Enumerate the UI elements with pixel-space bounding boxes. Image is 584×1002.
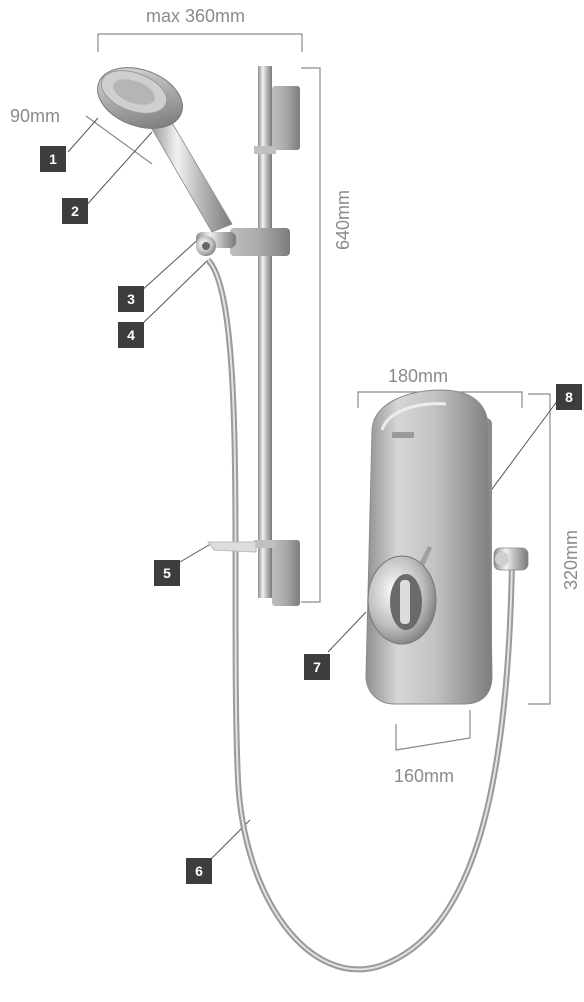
shower-head-nozzles <box>112 79 156 105</box>
callout-1: 1 <box>40 146 66 172</box>
rail-bottom-collar <box>254 540 276 548</box>
start-stop-lever <box>420 546 432 566</box>
riser-rail <box>258 66 272 598</box>
rail-top-collar <box>254 146 276 154</box>
callout-3: 3 <box>118 286 144 312</box>
unit-width-bottom-bracket <box>395 710 471 751</box>
unit-height-label: 320mm <box>561 529 581 591</box>
max-width-bracket <box>97 33 303 52</box>
callout-2: 2 <box>62 198 88 224</box>
unit-highlight <box>380 402 447 431</box>
riser-height-label: 640mm <box>333 189 353 251</box>
rail-bottom-bracket <box>272 540 300 606</box>
callout-6: 6 <box>186 858 212 884</box>
head-diameter-label: 90mm <box>10 106 61 126</box>
callout-8: 8 <box>556 384 582 410</box>
callout-5: 5 <box>154 560 180 586</box>
head-diameter-line <box>85 115 153 165</box>
callout-7: 7 <box>304 654 330 680</box>
control-dial-grip <box>400 580 410 624</box>
shower-hose-highlight <box>207 259 513 971</box>
soap-dish <box>207 541 257 553</box>
unit-logo <box>392 432 414 438</box>
unit-height-bracket <box>528 393 551 705</box>
riser-height-bracket <box>301 67 321 603</box>
callout-4: 4 <box>118 322 144 348</box>
unit-width-top-label: 180mm <box>388 366 449 386</box>
max-width-label: max 360mm <box>146 6 246 26</box>
dimension-lines <box>85 33 551 751</box>
unit-width-bottom-label: 160mm <box>394 766 455 786</box>
slider-body <box>230 228 290 256</box>
rail-top-bracket <box>272 86 300 150</box>
handset-handle <box>147 115 233 233</box>
